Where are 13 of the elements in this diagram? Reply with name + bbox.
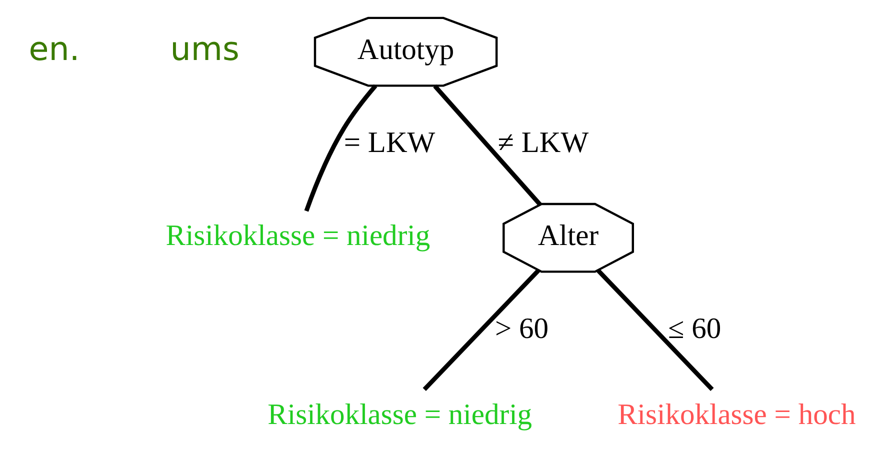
label: ums <box>170 30 240 68</box>
label: en. <box>28 30 80 68</box>
connector <box>433 84 542 206</box>
edge-label: ≠ LKW <box>498 127 589 160</box>
edge-label: > 60 <box>494 313 549 346</box>
connector <box>422 268 540 391</box>
node-text: Risikoklasse = hoch <box>618 398 856 431</box>
connector <box>304 84 378 212</box>
node-text: Risikoklasse = niedrig <box>268 398 532 431</box>
edge-label: = LKW <box>344 127 436 160</box>
edge-label: ≤ 60 <box>668 313 722 346</box>
connector <box>596 268 714 391</box>
node-text: Risikoklasse = niedrig <box>166 220 430 252</box>
